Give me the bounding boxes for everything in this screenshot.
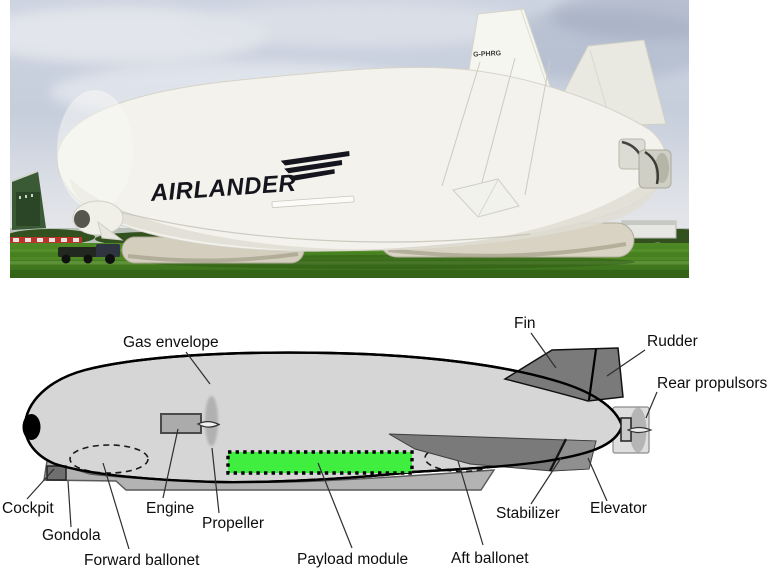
rudder-leader: [606, 349, 646, 377]
engine-label: Engine: [146, 500, 194, 517]
airlander-photo: G-PHRG AIRLANDER: [10, 0, 689, 278]
gondola-leader: [67, 480, 72, 528]
stabilizer-label: Stabilizer: [496, 505, 560, 522]
logo-speed-stripes: [280, 151, 350, 182]
rear-propulsors-leader: [645, 391, 658, 419]
lower-fin: [452, 178, 520, 218]
hull-crease: [104, 207, 531, 243]
rudder-hinge-line: [587, 348, 598, 401]
propeller-label: Propeller: [202, 515, 264, 532]
registration-text: G-PHRG: [473, 50, 502, 58]
diagram-labels: Gas envelope Fin Rudder Rear propulsors …: [2, 315, 768, 569]
payload-module-label: Payload module: [297, 551, 408, 568]
hangar-building: [11, 170, 46, 230]
fin-label: Fin: [514, 315, 536, 332]
cockpit-label: Cockpit: [2, 500, 54, 517]
payload-module-shape: [226, 450, 414, 475]
nose-cap: [22, 414, 41, 440]
engine-leader: [162, 428, 179, 499]
propeller-leader: [211, 447, 220, 514]
bow-thruster-pod: [72, 200, 124, 241]
photo-canvas: G-PHRG AIRLANDER: [10, 0, 689, 278]
cockpit-shape: [46, 465, 67, 481]
engine-spinner: [196, 420, 221, 428]
forward-ballonet-shape: [69, 444, 149, 474]
stabilizer-leader: [530, 457, 562, 505]
safety-fence: [10, 237, 82, 243]
leader-lines: [26, 332, 658, 550]
engine-shape: [160, 413, 202, 434]
propeller-disc: [205, 396, 218, 446]
forward-ballonet-leader: [102, 462, 130, 550]
rigging-lines: [441, 57, 551, 196]
elevator-label: Elevator: [590, 500, 647, 517]
elevator-hinge-line: [548, 438, 568, 472]
aft-ballonet-label: Aft ballonet: [451, 550, 529, 567]
aft-ballonet-leader: [457, 460, 484, 546]
ground-tractor: [58, 244, 120, 264]
payload-module-leader: [317, 462, 353, 549]
rear-propulsor-pods: [618, 138, 672, 189]
gas-envelope-leader: [185, 351, 211, 385]
rear-propulsors-label: Rear propulsors: [657, 375, 768, 392]
fin-assembly: [503, 347, 624, 402]
hull-outline: [23, 351, 624, 484]
diagram-canvas: Gas envelope Fin Rudder Rear propulsors …: [2, 315, 768, 569]
rear-spinner: [626, 426, 653, 434]
rudder-label: Rudder: [647, 333, 698, 350]
forward-ballonet-label: Forward ballonet: [84, 552, 200, 569]
cockpit-leader: [26, 468, 55, 500]
elevator-leader: [587, 457, 608, 502]
airship-diagram: Gas envelope Fin Rudder Rear propulsors …: [0, 287, 768, 574]
gas-envelope-label: Gas envelope: [123, 334, 219, 351]
gondola-label: Gondola: [42, 527, 101, 544]
fin-leader: [530, 332, 557, 369]
hull-ledge: [271, 195, 355, 208]
